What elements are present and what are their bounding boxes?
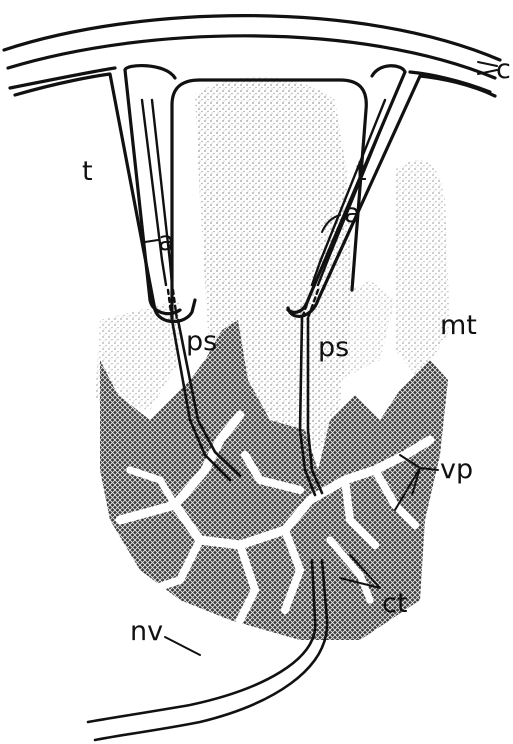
label-axon-right: a xyxy=(344,198,361,229)
label-tube-right: t xyxy=(356,156,367,187)
left-sensory-tube xyxy=(15,66,195,322)
label-tube-left: t xyxy=(82,156,93,187)
label-vp: vp xyxy=(440,454,473,485)
label-axon-left: a xyxy=(158,226,175,257)
stippled-tissue xyxy=(95,77,450,450)
label-mt: mt xyxy=(440,310,477,341)
label-ct: ct xyxy=(382,588,407,619)
label-process-right: ps xyxy=(318,332,349,363)
label-nerve: nv xyxy=(130,616,163,647)
label-process-left: ps xyxy=(186,326,217,357)
label-cuticle: c xyxy=(496,54,511,85)
